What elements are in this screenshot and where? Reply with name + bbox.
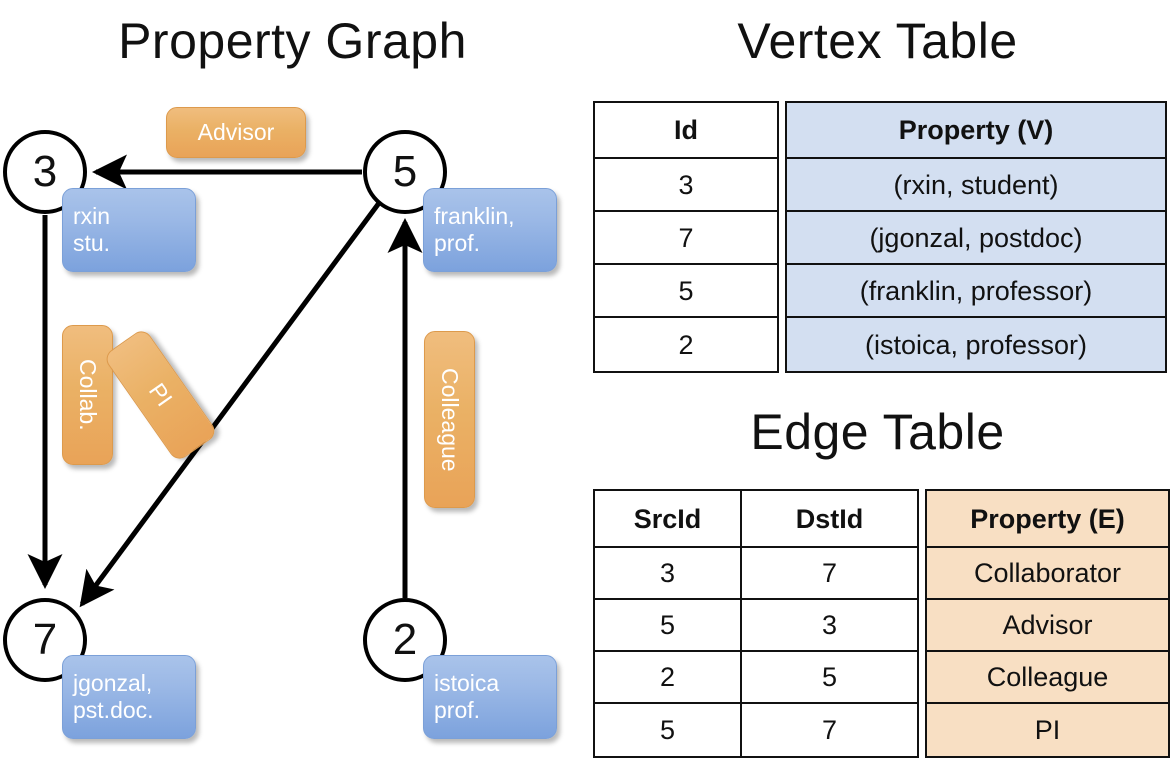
vertex-property-line-2: prof.	[434, 697, 481, 723]
edge-table-header-srcid: SrcId	[595, 491, 740, 548]
edge-table-header-property: Property (E)	[927, 491, 1168, 548]
edge-table-cell-property: PI	[927, 704, 1168, 756]
property-graph-diagram: 3 5 7 2 rxin stu. franklin, prof. jgonza…	[3, 107, 557, 739]
vertex-property-line-1: franklin,	[434, 203, 515, 229]
edge-table-col-srcid: SrcId 3 5 2 5	[593, 489, 742, 758]
edge-table: SrcId 3 5 2 5 DstId 7 3 5 7 Property (E)…	[593, 489, 1170, 758]
vertex-table-cell-property: (jgonzal, postdoc)	[787, 212, 1165, 265]
node-label-5: 5	[392, 147, 418, 196]
edge-table-cell-property: Collaborator	[927, 548, 1168, 600]
vertex-table-col-id: Id 3 7 5 2	[593, 101, 779, 373]
node-label-7: 7	[32, 615, 58, 664]
vertex-table-col-property: Property (V) (rxin, student) (jgonzal, p…	[785, 101, 1167, 373]
vertex-table-cell-id: 5	[595, 265, 777, 318]
vertex-table-cell-id: 7	[595, 212, 777, 265]
page-title-vertex-table: Vertex Table	[737, 13, 1018, 69]
edge-5-to-7	[79, 201, 382, 608]
node-circle-2[interactable]: 2	[363, 598, 447, 682]
edge-label-pi-text: PI	[144, 378, 178, 412]
vertex-table-cell-property: (rxin, student)	[787, 159, 1165, 212]
vertex-property-box-5[interactable]: franklin, prof.	[423, 188, 557, 272]
edge-label-colleague[interactable]: Colleague	[424, 331, 475, 508]
vertex-table: Id 3 7 5 2 Property (V) (rxin, student) …	[593, 101, 1167, 373]
edge-label-advisor[interactable]: Advisor	[166, 107, 306, 158]
vertex-table-header-id: Id	[595, 103, 777, 159]
vertex-property-line-2: pst.doc.	[73, 697, 154, 723]
node-label-2: 2	[392, 615, 418, 664]
page-title-property-graph: Property Graph	[118, 13, 467, 69]
edge-table-cell-srcid: 5	[595, 600, 740, 652]
vertex-property-line-2: stu.	[73, 230, 111, 256]
vertex-property-line-1: rxin	[73, 203, 111, 229]
edge-table-cell-dstid: 5	[742, 652, 917, 704]
vertex-property-box-7[interactable]: jgonzal, pst.doc.	[62, 655, 196, 739]
node-label-3: 3	[32, 147, 58, 196]
edge-table-cell-srcid: 2	[595, 652, 740, 704]
edge-table-header-dstid: DstId	[742, 491, 917, 548]
page-title-edge-table: Edge Table	[750, 404, 1005, 460]
vertex-table-header-property: Property (V)	[787, 103, 1165, 159]
vertex-property-box-2[interactable]: istoica prof.	[423, 655, 557, 739]
vertex-property-box-3[interactable]: rxin stu.	[62, 188, 196, 272]
edge-table-cell-srcid: 3	[595, 548, 740, 600]
edge-label-advisor-text: Advisor	[197, 119, 275, 145]
vertex-table-cell-id: 2	[595, 318, 777, 371]
vertex-table-cell-property: (istoica, professor)	[787, 318, 1165, 371]
edge-table-col-dstid: DstId 7 3 5 7	[742, 489, 919, 758]
edge-table-cell-srcid: 5	[595, 704, 740, 756]
edge-label-collab[interactable]: Collab.	[62, 325, 113, 465]
vertex-property-line-1: istoica	[434, 670, 500, 696]
edge-table-cell-property: Colleague	[927, 652, 1168, 704]
graph-edges-layer	[27, 154, 423, 608]
edge-table-col-property: Property (E) Collaborator Advisor Collea…	[925, 489, 1170, 758]
edge-label-colleague-text: Colleague	[437, 367, 463, 472]
vertex-property-line-2: prof.	[434, 230, 481, 256]
edge-label-collab-text: Collab.	[75, 359, 101, 431]
vertex-table-cell-property: (franklin, professor)	[787, 265, 1165, 318]
edge-table-cell-dstid: 3	[742, 600, 917, 652]
vertex-property-line-1: jgonzal,	[73, 670, 153, 696]
node-circle-5[interactable]: 5	[363, 130, 447, 214]
edge-table-cell-dstid: 7	[742, 548, 917, 600]
edge-table-cell-dstid: 7	[742, 704, 917, 756]
edge-table-cell-property: Advisor	[927, 600, 1168, 652]
vertex-table-cell-id: 3	[595, 159, 777, 212]
